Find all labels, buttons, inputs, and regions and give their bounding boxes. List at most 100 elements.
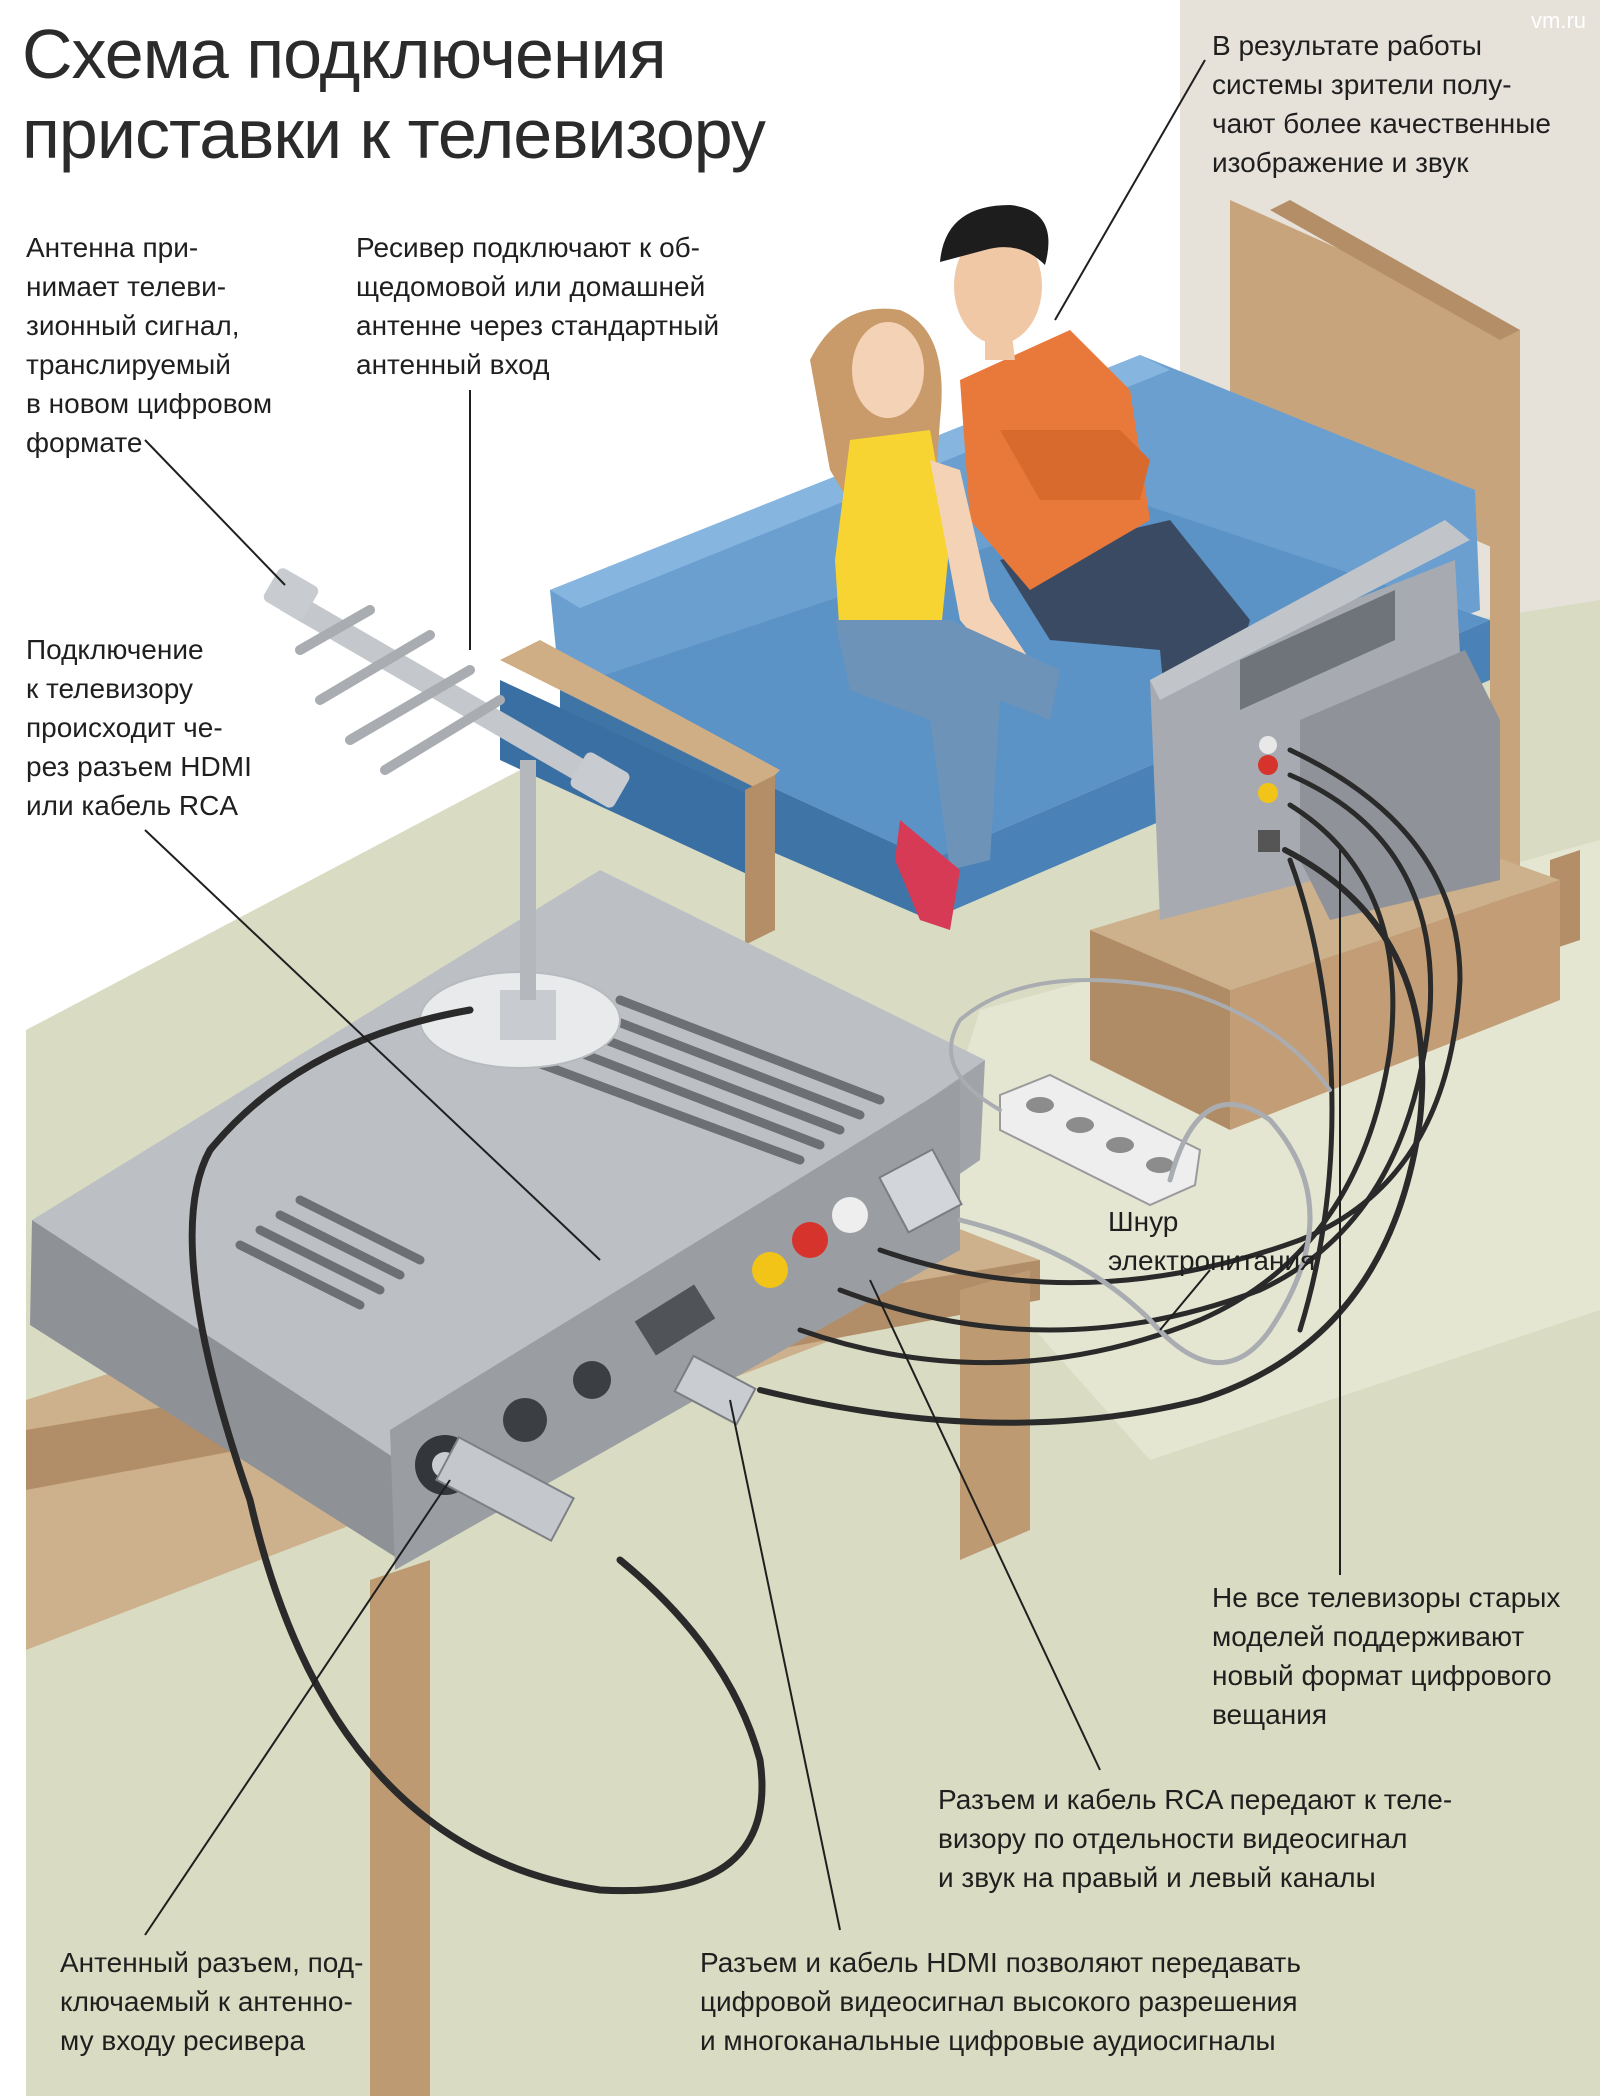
callout-line: моделей поддерживают (1212, 1621, 1525, 1652)
callout-line: чают более качественные (1212, 108, 1551, 139)
callout-line: изображение и звук (1212, 147, 1469, 178)
callout-line: Не все телевизоры старых (1212, 1582, 1561, 1613)
tv-vent (1240, 590, 1395, 710)
sofa-back-frame-side (1270, 200, 1520, 340)
callout-line: транслируемый (26, 349, 231, 380)
callout-old-tv: Не все телевизоры старых моделей поддерж… (1212, 1578, 1560, 1734)
callout-line: щедомовой или домашней (356, 271, 706, 302)
callout-line: происходит че- (26, 712, 223, 743)
page-title: Схема подключения приставки к телевизору (22, 14, 766, 174)
callout-line: в новом цифровом (26, 388, 273, 419)
leader-antenna (144, 439, 286, 586)
callout-result: В результате работы системы зрители полу… (1212, 26, 1551, 182)
hdmi-port (634, 1284, 716, 1356)
callout-line: Антенный разъем, под- (60, 1947, 364, 1978)
man-head (954, 228, 1042, 344)
callout-connection: Подключение к телевизору происходит че- … (26, 630, 252, 825)
leader-rca (869, 1279, 1101, 1771)
rca-cable-white (877, 747, 1463, 1286)
callout-line: к телевизору (26, 673, 193, 704)
callout-line: му входу ресивера (60, 2025, 306, 2056)
callout-line: антенне через стандартный (356, 310, 720, 341)
callout-line: Ресивер подключают к об- (356, 232, 700, 263)
sofa-back-frame (1230, 200, 1520, 560)
callout-line: нимает телеви- (26, 271, 227, 302)
callout-line: Антенна при- (26, 232, 199, 263)
callout-line: визору по отдельности видеосигнал (938, 1823, 1408, 1854)
callout-line: Разъем и кабель RCA передают к теле- (938, 1784, 1453, 1815)
antenna-elements (295, 605, 505, 775)
leader-result (1054, 59, 1206, 321)
callout-line: Шнур (1108, 1206, 1179, 1237)
callout-line: новый формат цифрового (1212, 1660, 1552, 1691)
table-leg-right (960, 1270, 1030, 1560)
callout-line: электропитания (1108, 1245, 1316, 1276)
callout-line: системы зрители полу- (1212, 69, 1512, 100)
tv-top (1150, 520, 1470, 700)
table-leg-left (370, 1560, 430, 2096)
antenna-plug (434, 1435, 576, 1543)
antenna (263, 568, 630, 1069)
callout-antenna: Антенна при- нимает телеви- зионный сигн… (26, 228, 272, 462)
power-cable-receiver (957, 1101, 1313, 1366)
leader-antenna-jack (144, 1479, 451, 1936)
receiver (30, 870, 985, 1570)
leader-lines (144, 59, 1341, 1936)
callout-line: Подключение (26, 634, 204, 665)
callout-line: В результате работы (1212, 30, 1483, 61)
power-cable-strip (949, 978, 1332, 1112)
sofa-left-leg (745, 775, 775, 945)
callout-hdmi: Разъем и кабель HDMI позволяют передават… (700, 1943, 1301, 2060)
title-line-2: приставки к телевизору (22, 95, 766, 173)
man (940, 205, 1250, 760)
woman-shoe (895, 820, 960, 930)
hdmi-cable (757, 847, 1426, 1426)
woman-top (835, 430, 950, 640)
callout-receiver: Ресивер подключают к об- щедомовой или д… (356, 228, 719, 384)
socket-2 (1066, 1117, 1094, 1133)
callout-line: или кабель RCA (26, 790, 239, 821)
cables (188, 747, 1463, 1895)
credit-watermark: vm.ru (1531, 8, 1586, 33)
callout-line: ключаемый к антенно- (60, 1986, 353, 2017)
callout-line: цифровой видеосигнал высокого разрешения (700, 1986, 1298, 2017)
callout-antenna-jack: Антенный разъем, под- ключаемый к антенн… (60, 1943, 363, 2060)
aux-port (573, 1361, 611, 1399)
tv-rca-yellow-port (1258, 783, 1278, 803)
callout-line: зионный сигнал, (26, 310, 240, 341)
sofa-left-arm (500, 640, 780, 790)
tv-rca-white-port (1259, 736, 1277, 754)
antenna-mast (520, 760, 536, 1000)
leader-connection (144, 829, 601, 1261)
power-strip (999, 1073, 1202, 1207)
sofa-left-arm-blue (500, 680, 760, 880)
woman-jeans (835, 620, 1060, 870)
antenna-out-port (503, 1398, 547, 1442)
callout-line: антенный вход (356, 349, 550, 380)
antenna-cap-left (263, 568, 319, 620)
man-neck (985, 335, 1015, 360)
man-hair (940, 205, 1049, 265)
tv-rca-red-port (1258, 755, 1278, 775)
callout-power-cord: Шнур электропитания (1108, 1202, 1315, 1280)
callout-line: рез разъем HDMI (26, 751, 252, 782)
power-port (878, 1148, 963, 1234)
leader-hdmi (729, 1399, 841, 1931)
callout-line: вещания (1212, 1699, 1328, 1730)
callout-line: и звук на правый и левый каналы (938, 1862, 1376, 1893)
socket-1 (1026, 1097, 1054, 1113)
callout-line: формате (26, 427, 143, 458)
antenna-cap-right (570, 752, 630, 808)
man-arms (1000, 430, 1150, 500)
woman-arm (930, 460, 1030, 680)
receiver-top (32, 870, 985, 1465)
receiver-vents (235, 995, 885, 1310)
callout-line: и многоканальные цифровые аудиосигналы (700, 2025, 1276, 2056)
title-line-1: Схема подключения (22, 15, 667, 93)
woman (810, 308, 1060, 930)
socket-3 (1106, 1137, 1134, 1153)
callout-line: Разъем и кабель HDMI позволяют передават… (700, 1947, 1301, 1978)
rca-red-jack (792, 1222, 828, 1258)
hdmi-plug (673, 1354, 757, 1426)
